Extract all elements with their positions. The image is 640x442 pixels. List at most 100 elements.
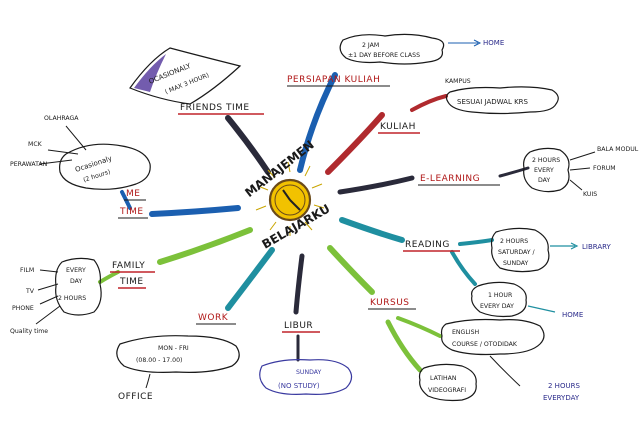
persiapan-arrow-head: [473, 39, 482, 47]
elearning-target-2: FORUM: [593, 165, 616, 172]
branch-kursus-lower: [385, 319, 423, 373]
me-item-perawatan: PERAWATAN: [10, 161, 48, 168]
branch-reading-lower: [450, 250, 477, 286]
clock-hand-hour: [282, 189, 291, 201]
kursus-cloud-1: [440, 318, 545, 356]
family-note-line3: 2 HOURS: [58, 295, 86, 302]
kursus-hours-line1: 2 HOURS: [548, 382, 580, 390]
branch-family-time: [157, 227, 253, 265]
friends-shape-shade: [134, 54, 166, 92]
branch-elearning-right: [498, 166, 530, 178]
work-cloud: [116, 335, 240, 373]
clock-face-inner: [274, 184, 306, 216]
branch-kursus-upper: [396, 316, 442, 338]
branch-work: [225, 247, 275, 311]
work-note-line2: (08.00 - 17.00): [136, 357, 182, 364]
reading-target-1: LIBRARY: [582, 243, 612, 251]
kursus-note2-line1: LATIHAN: [430, 375, 457, 382]
me-item-mck: MCK: [28, 141, 43, 148]
branch-me-time: [149, 205, 241, 217]
me-label-line2: TIME: [119, 207, 144, 217]
branch-family-left: [98, 270, 120, 284]
reading-note1-line1: 2 HOURS: [500, 238, 528, 245]
kursus-cloud-2: [418, 363, 477, 402]
work-label: WORK: [198, 313, 229, 323]
work-note-line1: MON - FRI: [158, 345, 189, 352]
me-note-line2: (2 hours): [82, 169, 111, 184]
me-label-line1: ME: [126, 189, 140, 199]
me-cloud: [59, 143, 151, 190]
elearning-note-line2: EVERY: [534, 167, 554, 174]
kursus-note1-line1: ENGLISH: [452, 329, 480, 336]
family-item-film: FILM: [20, 267, 34, 274]
friends-time-group: OCASIONALY ( MAX 3 HOUR) FRIENDS TIME: [129, 47, 264, 115]
branch-kuliah-upper: [410, 94, 448, 112]
kursus-connector: [489, 355, 521, 387]
kursus-hours-line2: EVERYDAY: [543, 394, 580, 402]
reading-group: READING 2 HOURS SATURDAY / SUNDAY LIBRAR…: [403, 227, 612, 319]
persiapan-note-line2: ±1 DAY BEFORE CLASS: [348, 52, 420, 59]
persiapan-label: PERSIAPAN KULIAH: [287, 75, 380, 85]
reading-note2-line1: 1 HOUR: [488, 292, 513, 299]
branch-reading: [339, 217, 405, 243]
reading-note1-line2: SATURDAY /: [498, 249, 536, 256]
libur-label: LIBUR: [284, 321, 313, 331]
reading-arrow-2: [527, 305, 556, 313]
elearning-cloud: [523, 147, 570, 193]
kuliah-kampus: KAMPUS: [445, 78, 471, 85]
family-item-phone: PHONE: [12, 305, 34, 312]
reading-cloud-1: [490, 227, 550, 273]
libur-note-line2: (NO STUDY): [278, 382, 320, 390]
kursus-note2-line2: VIDEOGRAFI: [428, 387, 466, 394]
me-item-olahraga: OLAHRAGA: [44, 115, 79, 122]
family-arrows: [35, 269, 61, 325]
branch-friends-time: [225, 115, 271, 175]
persiapan-cloud: [339, 33, 445, 65]
reading-label: READING: [405, 240, 450, 250]
kursus-label: KURSUS: [370, 298, 410, 308]
kursus-note1-line2: COURSE / OTODIDAK: [452, 341, 518, 348]
elearning-label: E-LEARNING: [420, 174, 480, 184]
persiapan-note-line1: 2 JAM: [362, 42, 379, 49]
elearning-target-1: BALA MODUL: [597, 146, 639, 153]
reading-note2-line2: EVERY DAY: [480, 303, 514, 310]
family-cloud: [55, 257, 102, 316]
branch-libur: [293, 253, 305, 315]
family-label-line1: FAMILY: [112, 261, 145, 271]
reading-arrow-1-head: [570, 242, 579, 250]
elearning-note-line3: DAY: [538, 177, 550, 184]
family-item-quality: Quality time: [10, 328, 48, 335]
kuliah-note: SESUAI JADWAL KRS: [457, 98, 529, 106]
kuliah-cloud: [445, 86, 559, 115]
work-target: OFFICE: [118, 392, 153, 402]
kursus-group: KURSUS ENGLISH COURSE / OTODIDAK LATIHAN…: [368, 298, 580, 402]
branch-kuliah: [325, 112, 385, 175]
work-arrow: [145, 373, 151, 389]
center-rays: [255, 161, 325, 236]
libur-group: LIBUR SUNDAY (NO STUDY): [259, 321, 353, 395]
elearning-target-3: KUIS: [583, 191, 597, 198]
kuliah-group: KAMPUS SESUAI JADWAL KRS KULIAH: [378, 78, 559, 134]
branch-reading-upper: [458, 238, 494, 246]
libur-note-line1: SUNDAY: [296, 369, 321, 376]
libur-cloud: [259, 359, 353, 395]
family-note-line2: DAY: [70, 278, 82, 285]
branch-persiapan-kuliah: [297, 72, 338, 173]
branch-kursus: [327, 245, 375, 295]
friends-label: FRIENDS TIME: [180, 103, 250, 113]
kuliah-label: KULIAH: [380, 122, 416, 132]
reading-cloud-2: [471, 281, 527, 318]
family-note-line1: EVERY: [66, 267, 86, 274]
persiapan-kuliah-group: 2 JAM ±1 DAY BEFORE CLASS HOME PERSIAPAN…: [287, 33, 504, 87]
reading-note1-line3: SUNDAY: [503, 260, 528, 267]
e-learning-group: E-LEARNING 2 HOURS EVERY DAY BALA MODUL …: [418, 146, 639, 198]
clock-hand-minute: [289, 199, 301, 211]
family-time-group: FAMILY TIME EVERY DAY 2 HOURS FILM TV PH…: [10, 257, 155, 335]
reading-target-2: HOME: [562, 311, 583, 319]
me-arrows: [39, 125, 87, 165]
elearning-note-line1: 2 HOURS: [532, 157, 560, 164]
elearning-arrows: [569, 151, 596, 191]
family-label-line2: TIME: [119, 277, 144, 287]
